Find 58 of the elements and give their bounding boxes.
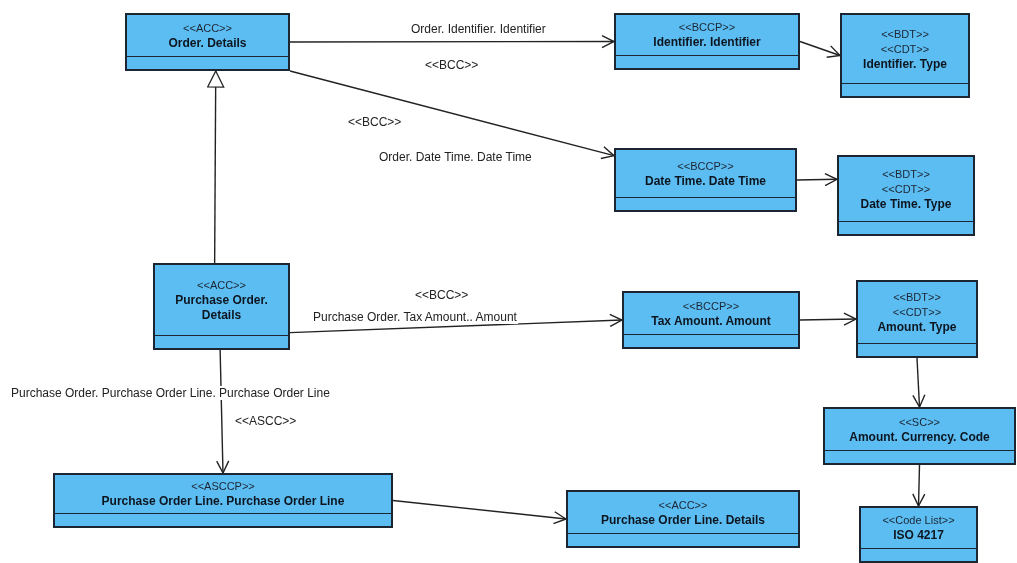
- association-arrow: [912, 357, 926, 408]
- class-name: Identifier. Identifier: [653, 35, 761, 50]
- class-box: [622, 291, 800, 349]
- stereotype-label: <<BCCP>>: [682, 298, 740, 314]
- stereotype-label: <<CDT>>: [892, 305, 942, 320]
- class-name: ISO 4217: [893, 528, 944, 543]
- association-arrow: [289, 70, 615, 160]
- association-arrow: [796, 172, 838, 187]
- stereotype-label: <<BCC>>: [414, 288, 470, 302]
- stereotype-label: <<ACC>>: [183, 20, 232, 36]
- class-name: Date Time. Date Time: [645, 173, 766, 189]
- association-arrow: [289, 313, 623, 334]
- class-name: Amount. Currency. Code: [849, 429, 990, 445]
- class-box: [837, 155, 975, 236]
- class-box: [856, 280, 978, 358]
- generalization-arrow: [207, 70, 225, 264]
- stereotype-label: <<BCC>>: [424, 58, 480, 72]
- edge-label: Purchase Order. Tax Amount.. Amount: [312, 310, 518, 324]
- association-arrow: [799, 40, 841, 58]
- association-arrow: [912, 464, 926, 507]
- class-box: [614, 13, 800, 70]
- class-name: Order. Details: [168, 35, 247, 51]
- stereotype-label: <<BCC>>: [347, 115, 403, 129]
- association-arrow: [799, 312, 857, 326]
- stereotype-label: <<CDT>>: [880, 41, 930, 57]
- association-arrow: [216, 349, 230, 474]
- stereotype-label: <<CDT>>: [881, 181, 931, 197]
- stereotype-label: <<SC>>: [899, 414, 940, 430]
- class-box: [153, 263, 290, 350]
- edge-label: Purchase Order. Purchase Order Line. Purchase Order Line: [10, 386, 331, 400]
- class-box: [125, 13, 290, 71]
- stereotype-label: <<BDT>>: [893, 290, 941, 305]
- stereotype-label: <<Code List>>: [882, 513, 955, 528]
- stereotype-label: <<BDT>>: [881, 26, 929, 42]
- class-box: [823, 407, 1016, 465]
- association-arrow: [392, 499, 567, 525]
- stereotype-label: <<BCCP>>: [677, 158, 734, 174]
- class-box: [614, 148, 797, 212]
- class-box: [566, 490, 800, 548]
- class-box: [840, 13, 970, 98]
- stereotype-label: <<BDT>>: [882, 166, 930, 182]
- class-name: Purchase Order. Details: [174, 292, 269, 323]
- stereotype-label: <<BCCP>>: [678, 20, 736, 35]
- edge-label: Order. Identifier. Identifier: [410, 22, 547, 36]
- class-name: Date Time. Type: [860, 196, 952, 212]
- class-name: Identifier. Type: [863, 56, 947, 72]
- class-box: [859, 506, 978, 563]
- edge-label: Order. Date Time. Date Time: [378, 150, 533, 164]
- class-name: Tax Amount. Amount: [651, 313, 771, 329]
- class-name: Purchase Order Line. Details: [600, 512, 766, 528]
- stereotype-label: <<ASCCP>>: [191, 479, 255, 494]
- stereotype-label: <<ASCC>>: [234, 414, 298, 428]
- class-box: [53, 473, 393, 528]
- association-arrow: [289, 34, 615, 49]
- stereotype-label: <<ACC>>: [197, 277, 246, 293]
- class-name: Purchase Order Line. Purchase Order Line: [101, 494, 345, 509]
- class-name: Amount. Type: [877, 320, 957, 335]
- stereotype-label: <<ACC>>: [658, 497, 708, 513]
